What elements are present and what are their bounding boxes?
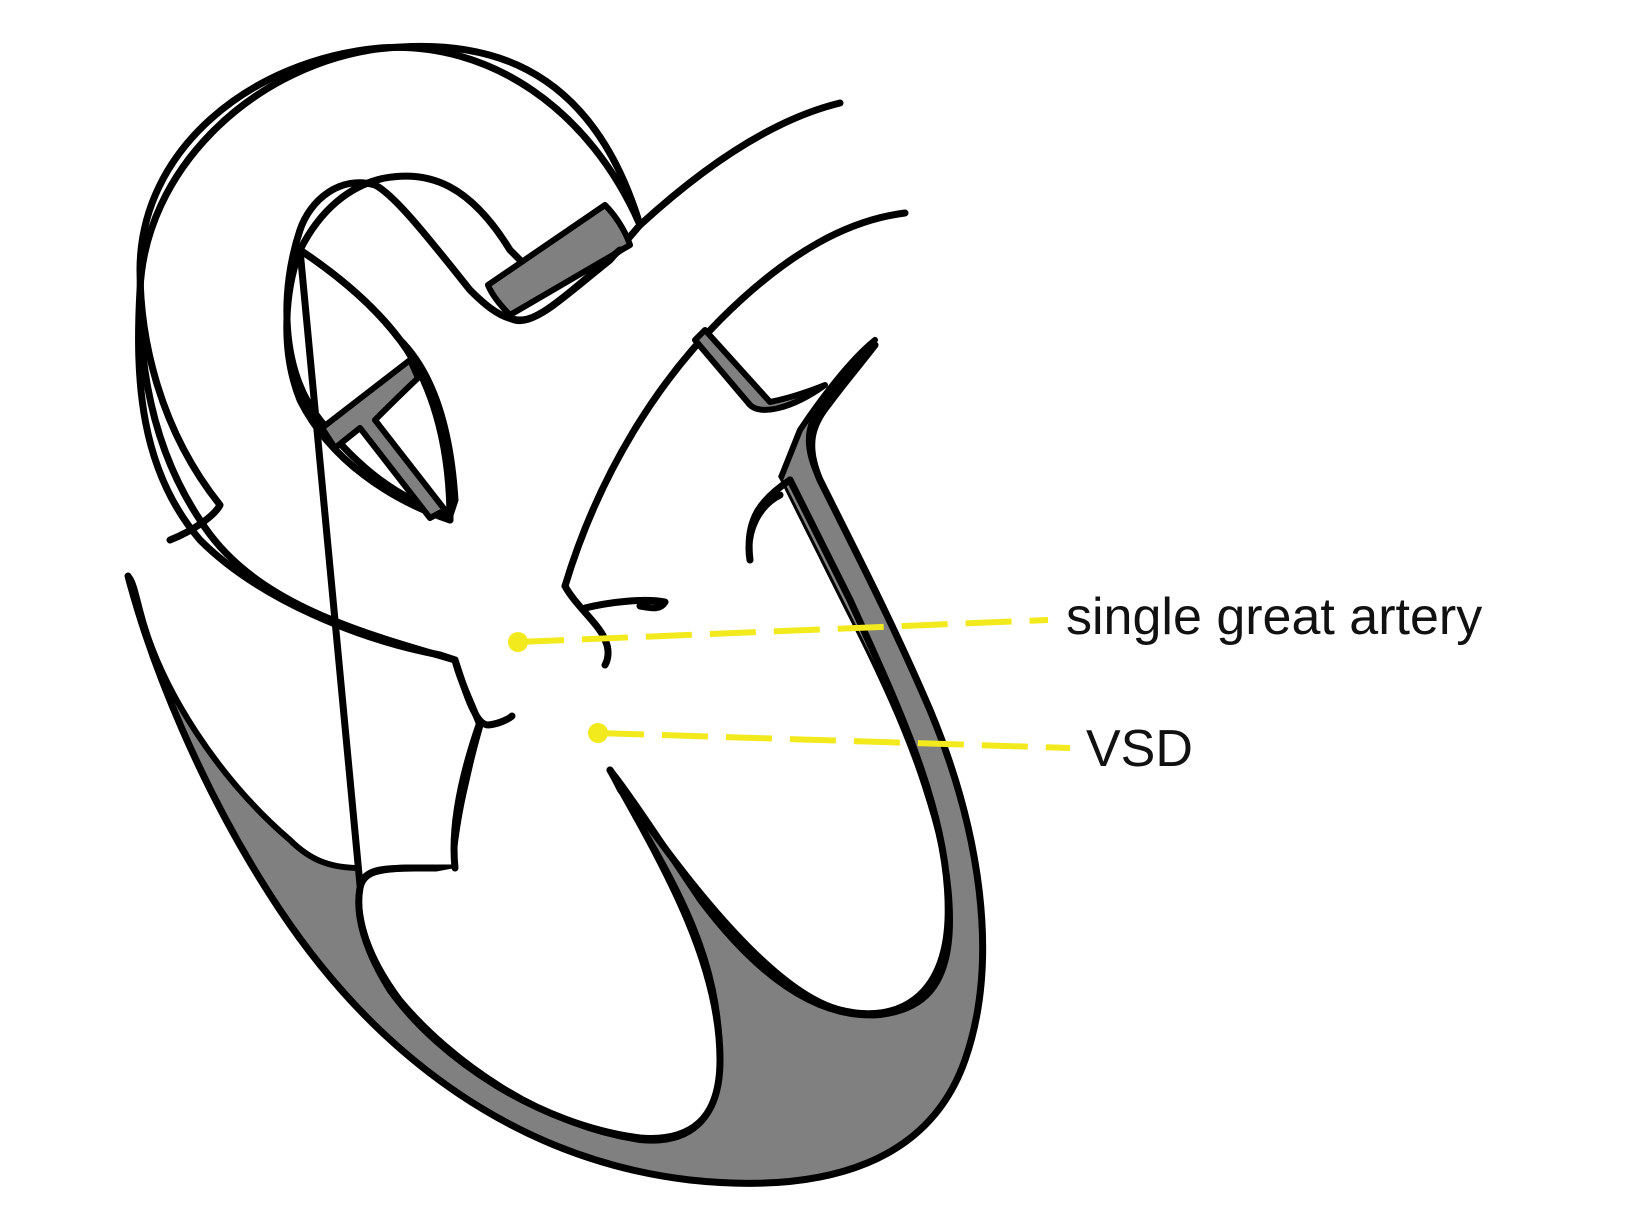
- leader-dot-single-great-artery: [508, 632, 528, 652]
- label-single-great-artery: single great artery: [1066, 588, 1482, 646]
- arch-to-vessel-line: [506, 246, 624, 325]
- great-artery-arch: [136, 43, 644, 544]
- branch-band-upper: [485, 202, 633, 318]
- left-atrium-inner-wall: [692, 327, 828, 413]
- leader-single-great-artery: [517, 617, 1049, 645]
- left-atrium-outer: [561, 209, 909, 590]
- leader-vsd: [597, 730, 1071, 751]
- ventricle-chamber-fill: [364, 730, 715, 1139]
- trabecula-line: [450, 718, 484, 872]
- leader-dot-vsd: [588, 723, 608, 743]
- valve-leaflet: [581, 596, 669, 612]
- valve-cusp-line: [561, 582, 612, 669]
- arch-lower-line: [451, 656, 516, 729]
- mitral-leaflet: [745, 476, 794, 564]
- arch-ring-lower: [283, 246, 454, 524]
- pulmonary-vein-upper: [636, 99, 844, 229]
- branch-band-left: [319, 357, 448, 521]
- arch-inner-ring: [296, 172, 524, 524]
- left-ventricle-chamber: [610, 469, 945, 1014]
- septum-lower-line: [606, 476, 952, 1018]
- right-ventricle-outline: [124, 341, 987, 1187]
- right-ventricle-inner-line: [355, 766, 724, 1142]
- label-vsd: VSD: [1086, 720, 1193, 778]
- arch-inner-line: [136, 286, 459, 664]
